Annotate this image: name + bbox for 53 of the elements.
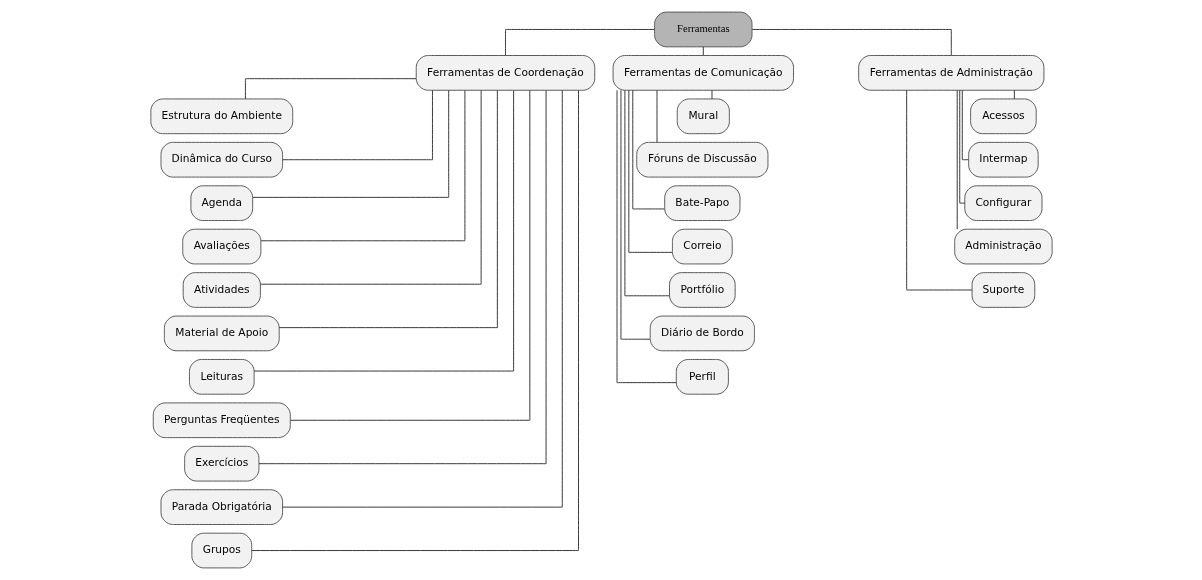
connector — [751, 29, 952, 56]
connector — [244, 78, 416, 100]
connector — [616, 89, 677, 384]
connector — [258, 89, 547, 465]
node-box: Perfil — [675, 359, 729, 395]
node-box: Configurar — [963, 185, 1042, 221]
node-box: Agenda — [189, 185, 253, 221]
connector — [250, 89, 579, 551]
connector — [289, 90, 530, 421]
node-box: Parada Obrigatória — [160, 489, 283, 525]
connector — [702, 46, 704, 56]
connector — [281, 89, 433, 161]
connector — [504, 29, 655, 56]
connector — [961, 89, 969, 161]
node-box: Correio — [671, 228, 733, 265]
node-box: Intermap — [967, 141, 1039, 178]
connector — [711, 89, 712, 100]
node-box: Suporte — [971, 272, 1035, 308]
node-box: Exercícios — [183, 445, 259, 482]
connector — [1013, 89, 1015, 100]
node-box: Atividades — [182, 272, 261, 308]
node-box: Acessos — [969, 98, 1037, 135]
node-box: Bate-Papo — [663, 185, 740, 221]
node-box: Administração — [953, 228, 1053, 265]
node-box: Ferramentas de Comunicação — [612, 55, 794, 91]
connector — [259, 90, 482, 285]
connector — [281, 89, 563, 508]
node-box: Dinâmica do Curso — [160, 141, 283, 178]
node-box: Fóruns de Discussão — [635, 141, 768, 178]
node-box: Grupos — [190, 532, 252, 569]
connector — [958, 89, 965, 204]
connector — [623, 89, 670, 297]
connector — [260, 90, 465, 242]
connector — [905, 89, 972, 291]
node-box: Diário de Bordo — [649, 315, 755, 352]
connector — [656, 89, 657, 143]
connector — [251, 89, 449, 198]
node-box: Material de Apoio — [163, 315, 280, 352]
connector — [631, 89, 665, 210]
node-box: Leituras — [188, 359, 255, 395]
node-box: Portfólio — [668, 272, 736, 308]
node-box: Ferramentas de Coordenação — [415, 55, 595, 91]
connector — [253, 90, 514, 372]
connector — [956, 90, 958, 230]
node-box: Estrutura do Ambiente — [149, 98, 293, 135]
connector — [620, 89, 650, 340]
node-box: Perguntas Freqüentes — [152, 402, 291, 439]
node-box: Mural — [676, 98, 730, 135]
connector — [627, 89, 672, 253]
node-box: Avaliações — [181, 228, 261, 265]
node-box: Ferramentas de Administração — [857, 55, 1044, 91]
connector — [278, 89, 498, 329]
node-box: Ferramentas — [653, 11, 752, 48]
